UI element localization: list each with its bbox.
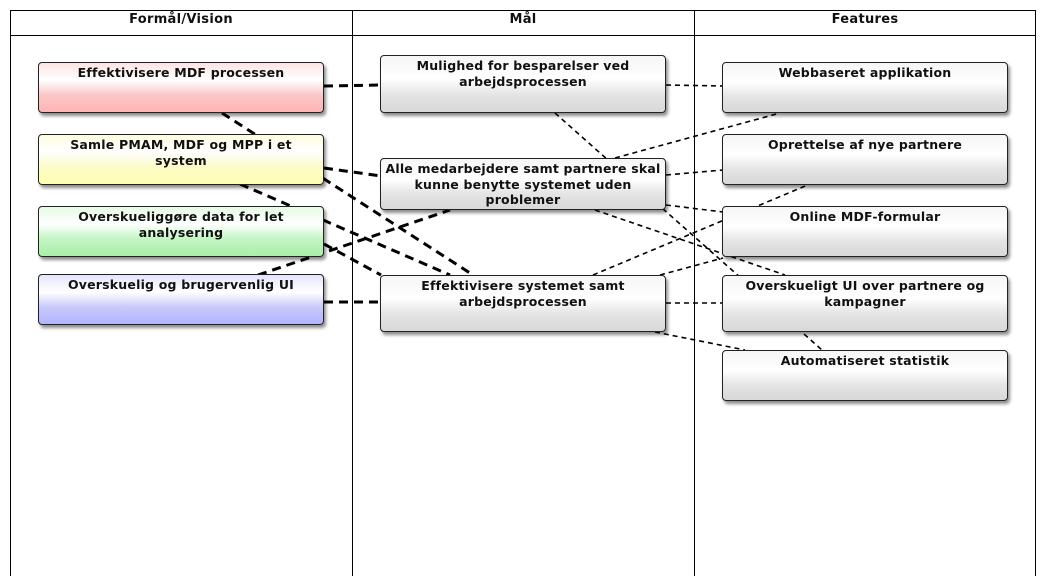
connector-line [592, 183, 811, 276]
goal-box-besparelser[interactable]: Mulighed for besparelser ved arbejdsproc… [380, 55, 666, 113]
connector-line [665, 204, 724, 213]
feature-box-web[interactable]: Webbaseret applikation [722, 62, 1008, 113]
vision-box-data[interactable]: Overskueliggøre data for let analysering [38, 206, 324, 257]
column-header-features: Features [831, 12, 899, 27]
column-header-vision: Formål/Vision [129, 12, 233, 27]
connector-line [665, 169, 724, 176]
goal-box-medarbejdere[interactable]: Alle medarbejdere samt partnere skal kun… [380, 158, 666, 210]
vision-box-mdf[interactable]: Effektivisere MDF processen [38, 62, 324, 113]
feature-box-ui-partnere[interactable]: Overskueligt UI over partnere og kampagn… [722, 275, 1008, 332]
feature-box-mdf-formular[interactable]: Online MDF-formular [722, 206, 1008, 257]
vision-box-samle[interactable]: Samle PMAM, MDF og MPP i et system [38, 134, 324, 185]
connector-line [257, 208, 451, 277]
vision-box-ui[interactable]: Overskuelig og brugervenlig UI [38, 274, 324, 325]
feature-box-statistik[interactable]: Automatiseret statistik [722, 350, 1008, 401]
connector-line [659, 257, 724, 276]
connector-line [594, 209, 786, 276]
connector-line [323, 242, 382, 277]
connector-line [323, 83, 382, 88]
connector-line [665, 84, 724, 87]
connector-line [323, 166, 382, 178]
feature-box-partnere[interactable]: Oprettelse af nye partnere [722, 134, 1008, 185]
diagram-frame [10, 10, 1036, 576]
connector-line [654, 331, 746, 351]
header-rule [10, 35, 1036, 36]
column-header-goals: Mål [509, 12, 537, 27]
connector-line [614, 112, 781, 159]
connector-line [239, 182, 451, 277]
goal-box-effektivisere[interactable]: Effektivisere systemet samt arbejdsproce… [380, 275, 666, 332]
column-divider [352, 10, 353, 576]
column-divider [694, 10, 695, 576]
